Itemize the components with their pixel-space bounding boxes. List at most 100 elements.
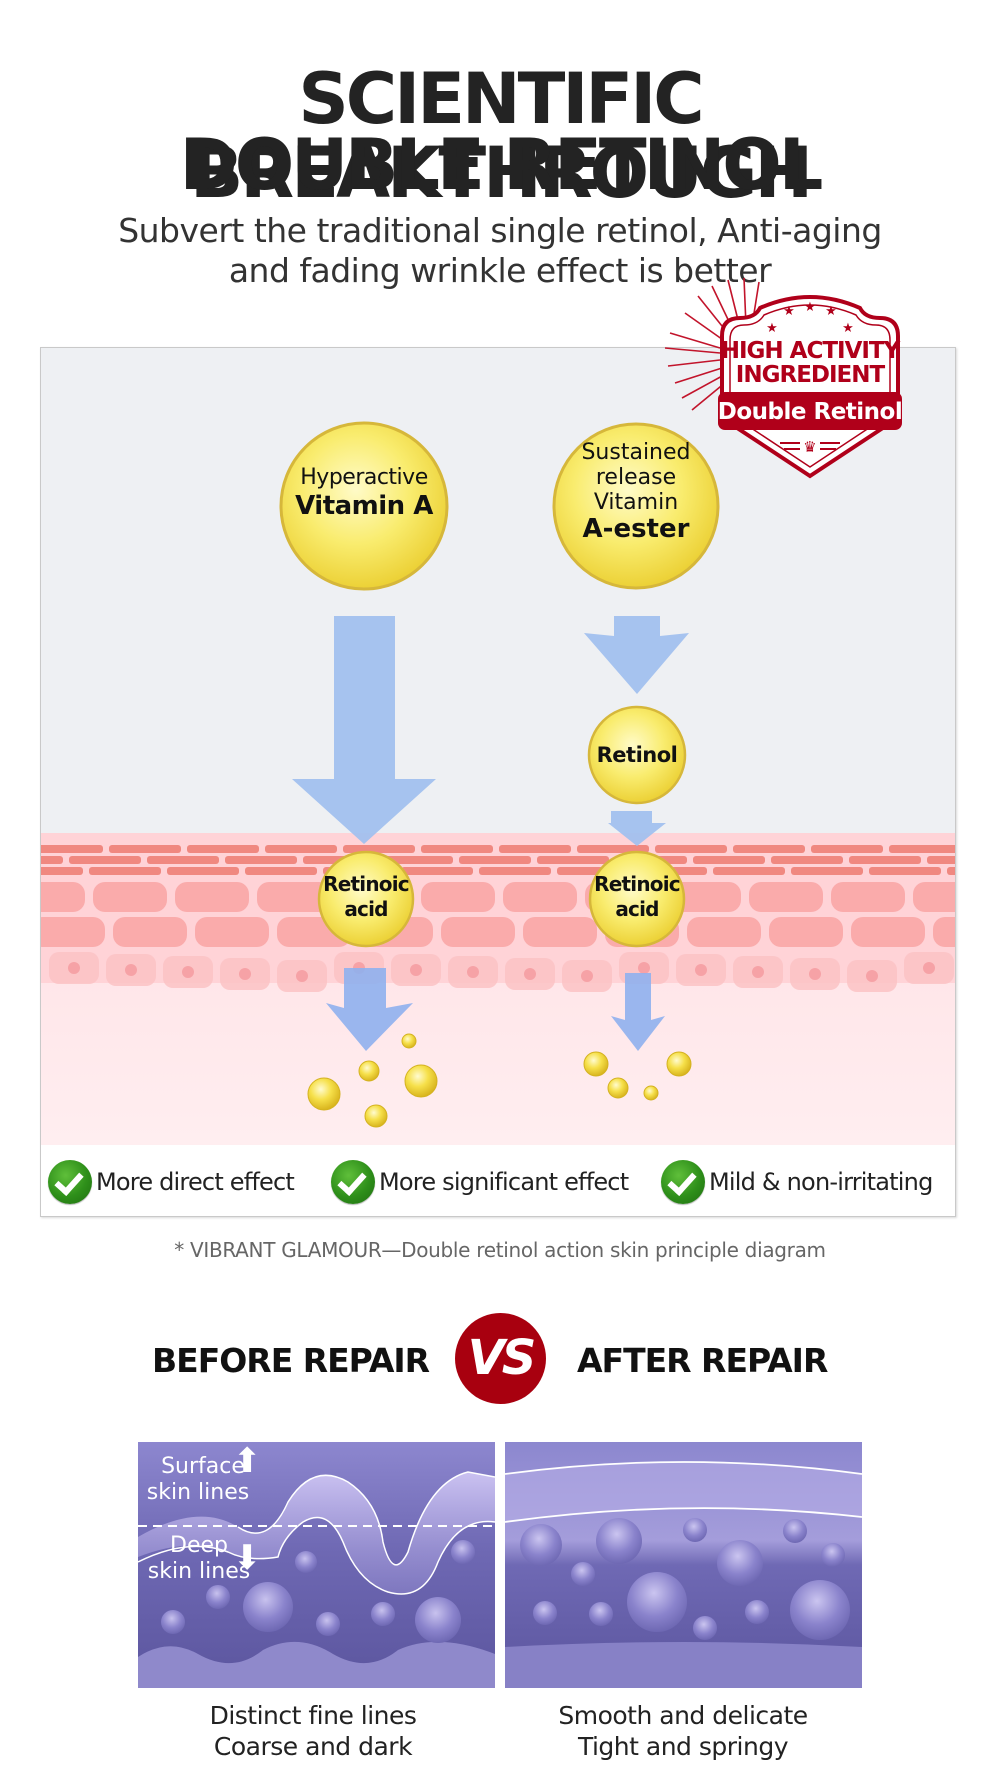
cell-nucleus (296, 970, 308, 982)
title-line-2: DOUBLE RETINOL (179, 124, 824, 206)
before-caption-line1: Distinct fine lines (209, 1701, 417, 1730)
vitamin-a-ester-label-line3: Vitamin (593, 490, 679, 515)
skin-brick (381, 856, 453, 864)
lower-layer (505, 1642, 862, 1688)
arrow-large-left (292, 616, 436, 844)
benefit-label: More direct effect (96, 1168, 295, 1196)
skin-brick (733, 845, 805, 853)
star-icon: ★ (766, 321, 778, 336)
cell-nucleus (182, 966, 194, 978)
droplet (307, 1077, 341, 1111)
deep-skin-lines-label: Deep skin lines (144, 1533, 254, 1585)
star-icon: ★ (783, 304, 795, 319)
surface-label-line2: skin lines (146, 1480, 250, 1505)
down-arrow-icon: ⬇ (233, 1538, 262, 1578)
skin-brick (343, 845, 415, 853)
vitamin-a-label-line2: Vitamin A (295, 491, 433, 521)
before-repair-heading: BEFORE REPAIR (152, 1341, 430, 1380)
before-skin-illustration: ⬆ ⬇ (138, 1442, 495, 1688)
check-circle-icon (331, 1160, 375, 1204)
crown-icon: ♛ (803, 438, 816, 456)
droplet (666, 1051, 692, 1077)
star-icon: ★ (804, 300, 816, 315)
cell-nucleus (866, 970, 878, 982)
skin-cell (41, 917, 105, 947)
cell-nucleus (68, 962, 80, 974)
skin-cell (769, 917, 843, 947)
benefit-label: More significant effect (379, 1168, 629, 1196)
retinol-label: Retinol (596, 743, 678, 767)
skin-cell (913, 882, 955, 912)
droplet (401, 1033, 417, 1049)
skin-cell (441, 917, 515, 947)
skin-brick (41, 845, 103, 853)
up-arrow-icon: ⬆ (233, 1442, 262, 1481)
droplet (583, 1051, 609, 1077)
smooth-surface-layer (505, 1462, 862, 1522)
retinoic-acid-right-line1: Retinoic (594, 872, 680, 896)
skin-cell (523, 917, 597, 947)
cell-nucleus (125, 964, 137, 976)
skin-brick (869, 867, 941, 875)
arrow-right-middle (608, 811, 666, 846)
arrow-right-top (584, 616, 689, 694)
star-icon: ★ (842, 321, 854, 336)
skin-brick (947, 867, 955, 875)
skin-cell (667, 882, 741, 912)
skin-brick (167, 867, 239, 875)
after-skin-illustration (505, 1442, 862, 1688)
cell-nucleus (239, 968, 251, 980)
badge-line1: HIGH ACTIVITY (721, 338, 901, 364)
check-circle-icon (661, 1160, 705, 1204)
subtitle-line-2: and fading wrinkle effect is better (228, 251, 772, 290)
skin-brick (811, 845, 883, 853)
skin-cell (93, 882, 167, 912)
skin-cell (687, 917, 761, 947)
skin-brick (499, 845, 571, 853)
skin-brick (41, 856, 63, 864)
diagram-panel: Hyperactive Vitamin A Sustained release … (40, 347, 956, 1217)
badge-stars: ★ ★ ★ ★ ★ (766, 300, 854, 336)
lower-layer (138, 1641, 495, 1688)
deep-label-line2: skin lines (147, 1559, 251, 1584)
skin-brick (479, 867, 551, 875)
skin-brick (69, 856, 141, 864)
check-circle-icon (48, 1160, 92, 1204)
wrinkle-wave (138, 1472, 495, 1594)
skin-brick (401, 867, 473, 875)
before-repair-image: ⬆ ⬇ Surface skin lines Deep skin lines (138, 1442, 495, 1688)
before-caption: Distinct fine lines Coarse and dark (128, 1700, 498, 1762)
vitamin-a-ester-label: Sustained release Vitamin A-ester (556, 440, 716, 543)
cell-nucleus (695, 964, 707, 976)
star-icon: ★ (825, 304, 837, 319)
retinoic-acid-right-label: Retinoic acid (587, 872, 687, 922)
skin-brick (421, 845, 493, 853)
cell-nucleus (581, 970, 593, 982)
skin-brick (89, 867, 161, 875)
surface-skin-lines-label: Surface skin lines (147, 1454, 258, 1506)
vitamin-a-ester-label-line2: release (595, 465, 677, 490)
skin-brick (245, 867, 317, 875)
skin-cell (41, 882, 85, 912)
skin-brick (927, 856, 955, 864)
high-activity-badge: ★ ★ ★ ★ ★ HIGH ACTIVITY INGREDIENT Doubl… (664, 278, 903, 479)
cell-nucleus (752, 966, 764, 978)
badge-shield (720, 295, 900, 479)
title-line-1: SCIENTIFIC BREAKTHROUGH (189, 58, 813, 214)
skin-brick (187, 845, 259, 853)
benefits-row: More direct effect More significant effe… (41, 1145, 955, 1216)
droplet (404, 1064, 438, 1098)
surface-label-line1: Surface (161, 1454, 245, 1479)
after-repair-heading: AFTER REPAIR (577, 1341, 828, 1380)
skin-brick (771, 856, 843, 864)
droplet (643, 1085, 659, 1101)
skin-diagram (41, 421, 955, 1145)
ball-vitamin-a-ester (552, 422, 720, 590)
skin-brick (109, 845, 181, 853)
droplet (358, 1060, 380, 1082)
skin-cell (851, 917, 925, 947)
skin-brick (693, 856, 765, 864)
vitamin-a-label: Hyperactive Vitamin A (284, 464, 444, 520)
ball-retinoic-acid-left (317, 850, 415, 948)
cell-nucleus (923, 962, 935, 974)
